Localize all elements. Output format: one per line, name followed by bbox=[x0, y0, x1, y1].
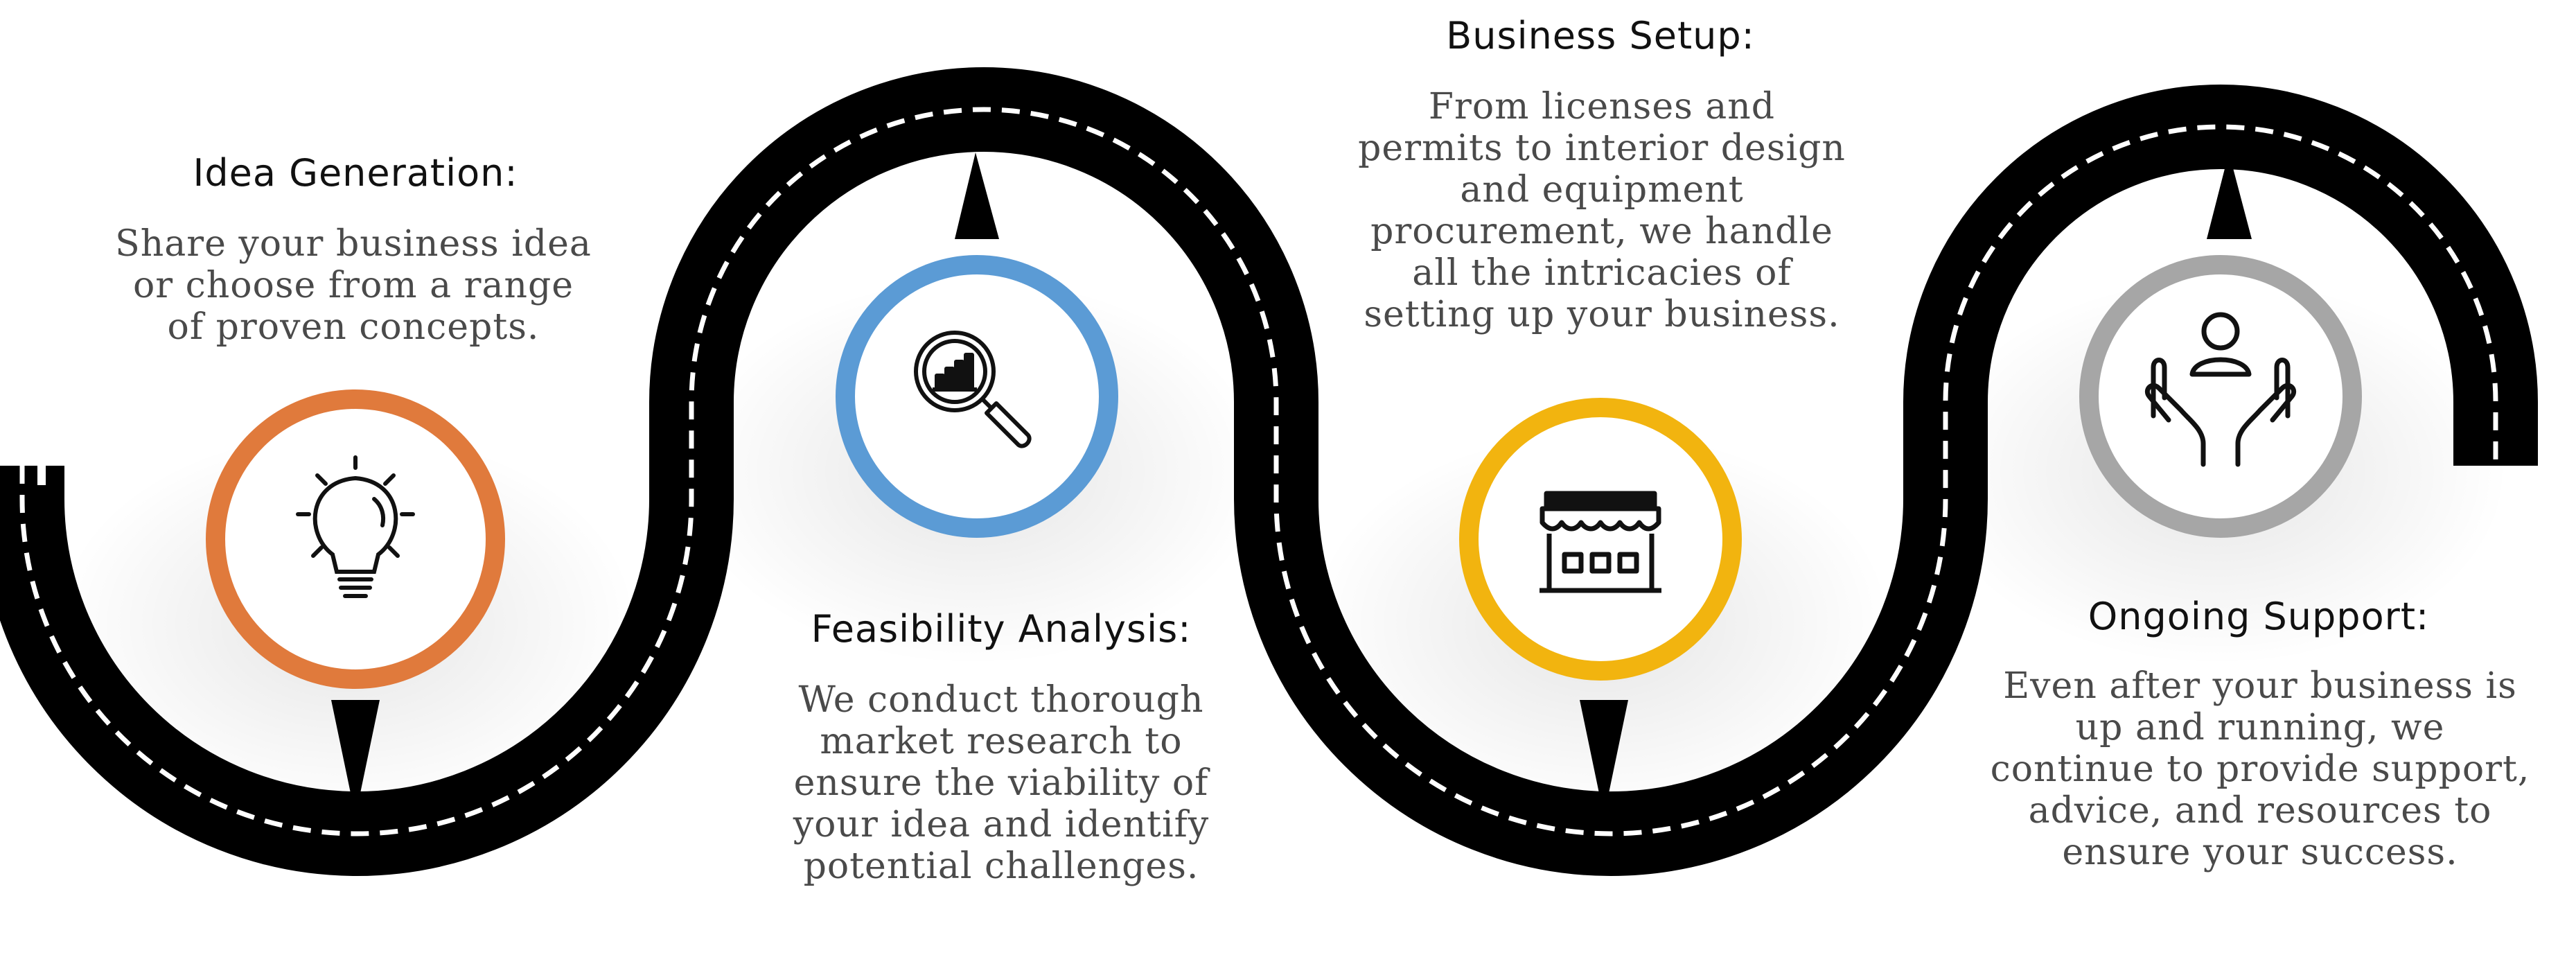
road-end-mark bbox=[37, 457, 46, 485]
step-4-desc-line: up and running, we bbox=[2075, 707, 2445, 748]
step-2-node bbox=[836, 255, 1118, 538]
pointer-triangle bbox=[2207, 152, 2252, 239]
step-2-title: Feasibility Analysis: bbox=[811, 607, 1192, 651]
step-4-desc-line: ensure your success. bbox=[2062, 832, 2458, 873]
step-1-node bbox=[206, 389, 505, 689]
step-2-desc-line: market research to bbox=[820, 721, 1183, 762]
step-3-node bbox=[1459, 398, 1742, 681]
step-3-desc-line: and equipment bbox=[1460, 169, 1744, 211]
step-3-title: Business Setup: bbox=[1446, 14, 1755, 58]
step-1-desc-line: Share your business idea bbox=[115, 223, 592, 265]
step-3-desc-line: all the intricacies of bbox=[1412, 252, 1792, 294]
step-4-title: Ongoing Support: bbox=[2088, 595, 2430, 638]
step-3-desc-line: procurement, we handle bbox=[1370, 211, 1833, 252]
pointer-triangle bbox=[331, 700, 380, 816]
step-2-description: We conduct thorough market research to e… bbox=[793, 679, 1209, 887]
pointer-triangle bbox=[1580, 700, 1628, 816]
lightbulb-icon bbox=[296, 455, 415, 598]
step-2-desc-line: We conduct thorough bbox=[798, 679, 1204, 721]
step-3-desc-line: permits to interior design bbox=[1358, 128, 1846, 169]
step-4-description: Even after your business is up and runni… bbox=[1991, 665, 2530, 873]
step-1-title: Idea Generation: bbox=[193, 151, 518, 195]
step-3-description: From licenses and permits to interior de… bbox=[1358, 86, 1846, 335]
step-3-desc-line: setting up your business. bbox=[1364, 294, 1840, 335]
magnifier-chart-icon bbox=[914, 331, 1032, 448]
hands-person-icon bbox=[2144, 312, 2297, 467]
step-1-desc-line: of proven concepts. bbox=[167, 306, 540, 348]
step-4-desc-line: Even after your business is bbox=[2003, 665, 2517, 707]
storefront-icon bbox=[1540, 491, 1661, 593]
step-1-desc-line: or choose from a range bbox=[132, 265, 574, 306]
road-center-dashes bbox=[19, 107, 2498, 836]
pointer-triangle bbox=[955, 152, 999, 239]
step-2-desc-line: potential challenges. bbox=[803, 846, 1199, 887]
step-4-desc-line: continue to provide support, bbox=[1990, 748, 2530, 790]
step-4-node bbox=[2079, 255, 2362, 538]
step-3-desc-line: From licenses and bbox=[1428, 86, 1776, 128]
step-2-desc-line: ensure the viability of bbox=[793, 762, 1209, 804]
step-1-description: Share your business idea or choose from … bbox=[115, 223, 592, 348]
step-2-desc-line: your idea and identify bbox=[793, 804, 1210, 846]
step-4-desc-line: advice, and resources to bbox=[2028, 790, 2492, 832]
